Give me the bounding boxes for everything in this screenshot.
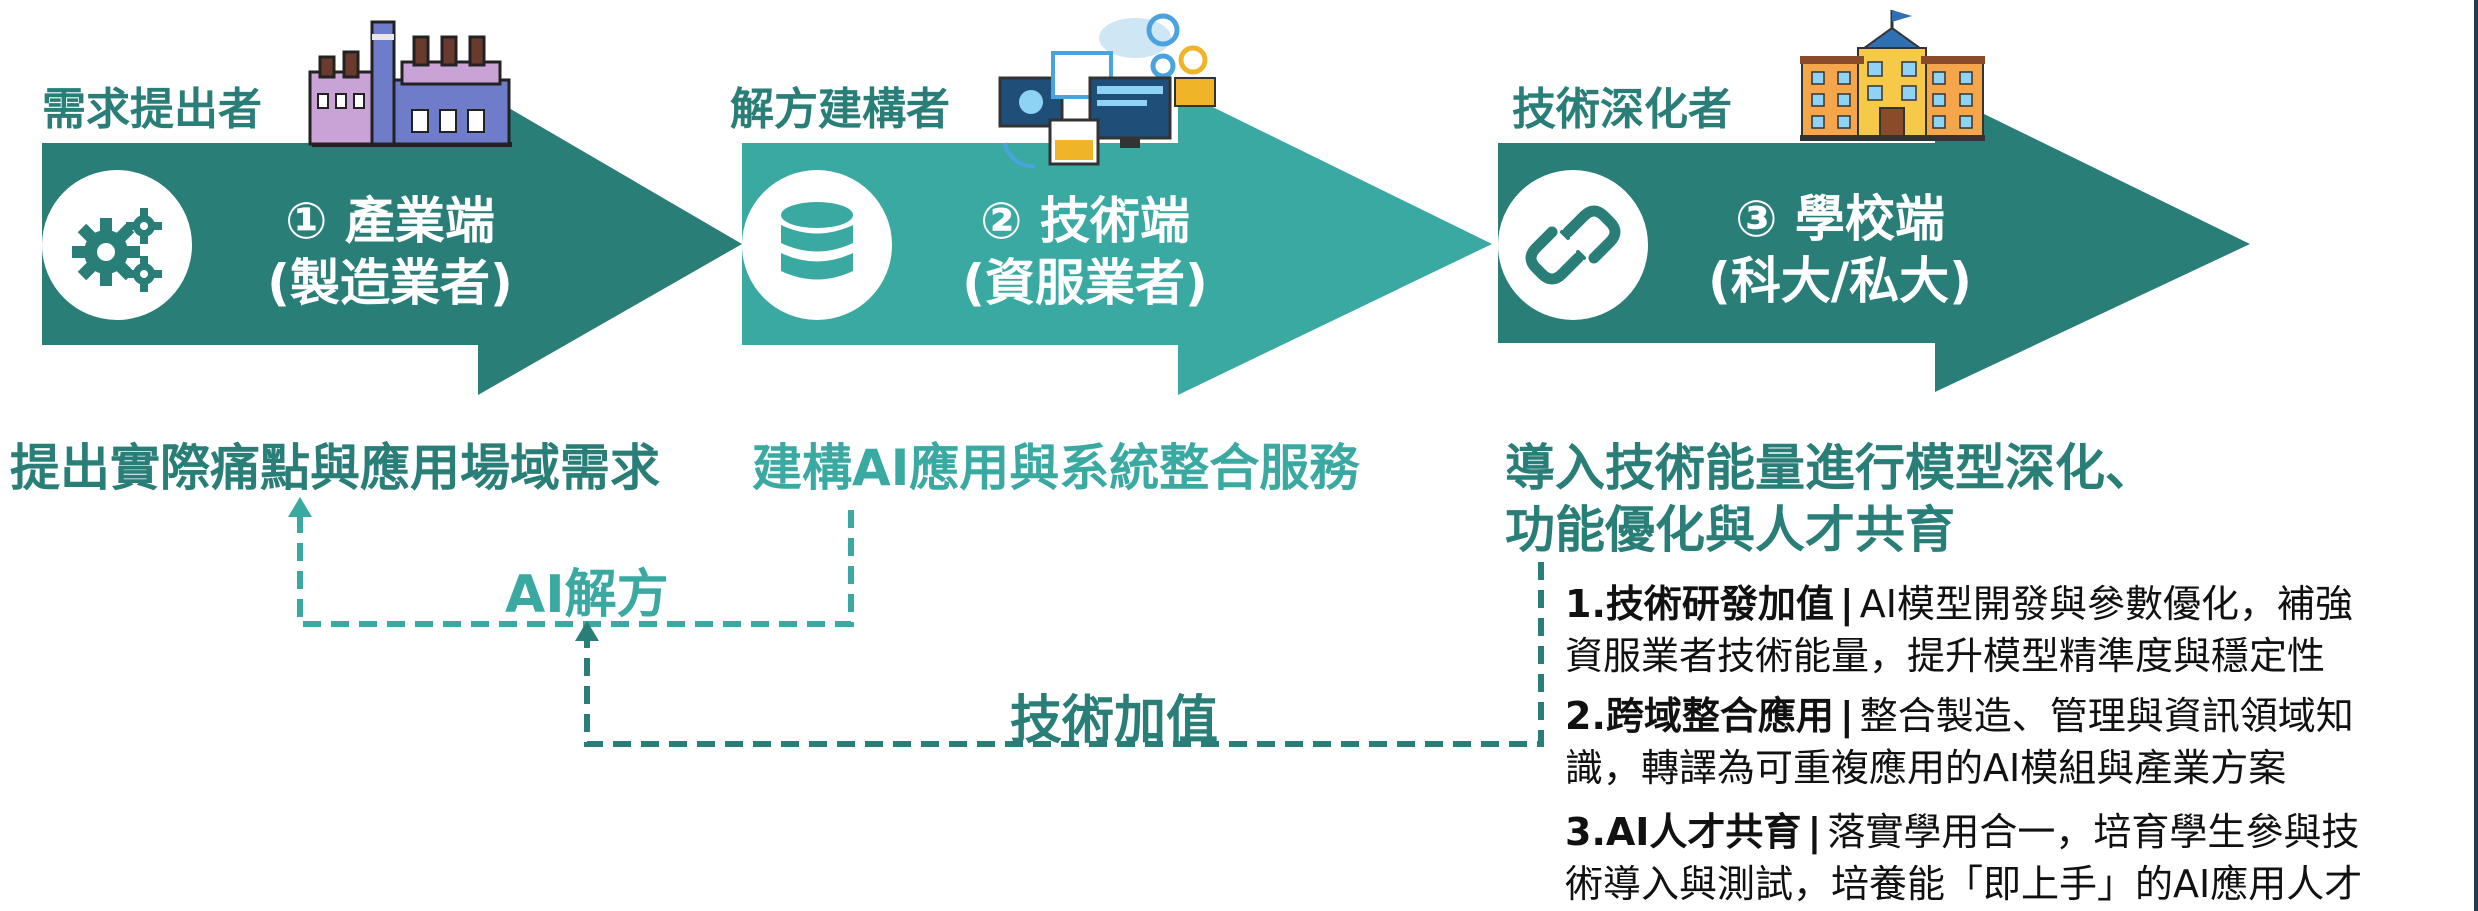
detail-1-line1: AI模型開發與參數優化，補強 bbox=[1859, 582, 2353, 626]
detail-2-line1: 整合製造、管理與資訊領域知 bbox=[1859, 694, 2354, 738]
arrow-title-school-line1: ③ 學校端 bbox=[1735, 190, 1945, 248]
arrow-tech bbox=[742, 90, 1492, 395]
arrow-industry bbox=[42, 90, 742, 395]
role-label-demand: 需求提出者 bbox=[42, 84, 262, 135]
tech-value-arrowhead bbox=[575, 621, 599, 641]
computers-icon bbox=[998, 13, 1216, 168]
arrow-title-industry: ① 產業端 (製造業者) bbox=[210, 190, 570, 314]
link-icon bbox=[1525, 205, 1621, 285]
arrow-title-industry-line1: ① 產業端 bbox=[285, 192, 495, 250]
headline-industry: 提出實際痛點與應用場域需求 bbox=[10, 439, 660, 497]
detail-item-1: 1.技術研發加值|AI模型開發與參數優化，補強 資服業者技術能量，提升模型精準度… bbox=[1565, 578, 2445, 682]
arrow-title-school: ③ 學校端 (科大/私大) bbox=[1660, 188, 2020, 312]
circle-school bbox=[1498, 170, 1648, 320]
circle-tech bbox=[742, 170, 892, 320]
factory-icon bbox=[308, 20, 512, 147]
ai-solution-arrowhead bbox=[288, 497, 312, 517]
role-label-deepening: 技術深化者 bbox=[1512, 84, 1732, 135]
headline-school-line1: 導入技術能量進行模型深化、 bbox=[1505, 439, 2155, 497]
detail-3-sep: | bbox=[1807, 810, 1822, 854]
arrow-title-tech-line1: ② 技術端 bbox=[980, 192, 1190, 250]
detail-1-title: 1.技術研發加值 bbox=[1565, 582, 1834, 626]
arrow-title-school-line2: (科大/私大) bbox=[1708, 252, 1972, 310]
headline-tech: 建構AI應用與系統整合服務 bbox=[752, 439, 1360, 497]
detail-3-line1: 落實學用合一，培育學生參與技 bbox=[1827, 810, 2360, 854]
detail-item-2: 2.跨域整合應用|整合製造、管理與資訊領域知 識，轉譯為可重複應用的AI模組與產… bbox=[1565, 690, 2445, 794]
detail-1-sep: | bbox=[1839, 582, 1854, 626]
gears-icon bbox=[72, 208, 162, 292]
arrow-title-tech: ② 技術端 (資服業者) bbox=[905, 190, 1265, 314]
detail-item-3: 3.AI人才共育|落實學用合一，培育學生參與技 術導入與測試，培養能「即上手」的… bbox=[1565, 806, 2445, 910]
arrow-title-industry-line2: (製造業者) bbox=[267, 254, 513, 312]
arrow-title-tech-line2: (資服業者) bbox=[962, 254, 1208, 312]
role-label-solution: 解方建構者 bbox=[730, 84, 950, 135]
ai-solution-connector bbox=[297, 510, 854, 627]
detail-3-title: 3.AI人才共育 bbox=[1565, 810, 1802, 854]
headline-school-line2: 功能優化與人才共育 bbox=[1505, 501, 1955, 559]
right-edge-border bbox=[2474, 0, 2478, 911]
school-building-icon bbox=[1800, 10, 1985, 141]
tech-value-label: 技術加值 bbox=[1010, 691, 1219, 751]
circle-industry bbox=[42, 170, 192, 320]
ai-solution-label: AI解方 bbox=[505, 565, 669, 625]
detail-2-title: 2.跨域整合應用 bbox=[1565, 694, 1834, 738]
arrow-school bbox=[1498, 90, 2250, 392]
detail-2-sep: | bbox=[1839, 694, 1854, 738]
detail-3-line2: 術導入與測試，培養能「即上手」的AI應用人才 bbox=[1565, 862, 2363, 906]
detail-2-line2: 識，轉譯為可重複應用的AI模組與產業方案 bbox=[1565, 746, 2287, 790]
detail-1-line2: 資服業者技術能量，提升模型精準度與穩定性 bbox=[1565, 634, 2326, 678]
database-icon bbox=[781, 202, 853, 280]
